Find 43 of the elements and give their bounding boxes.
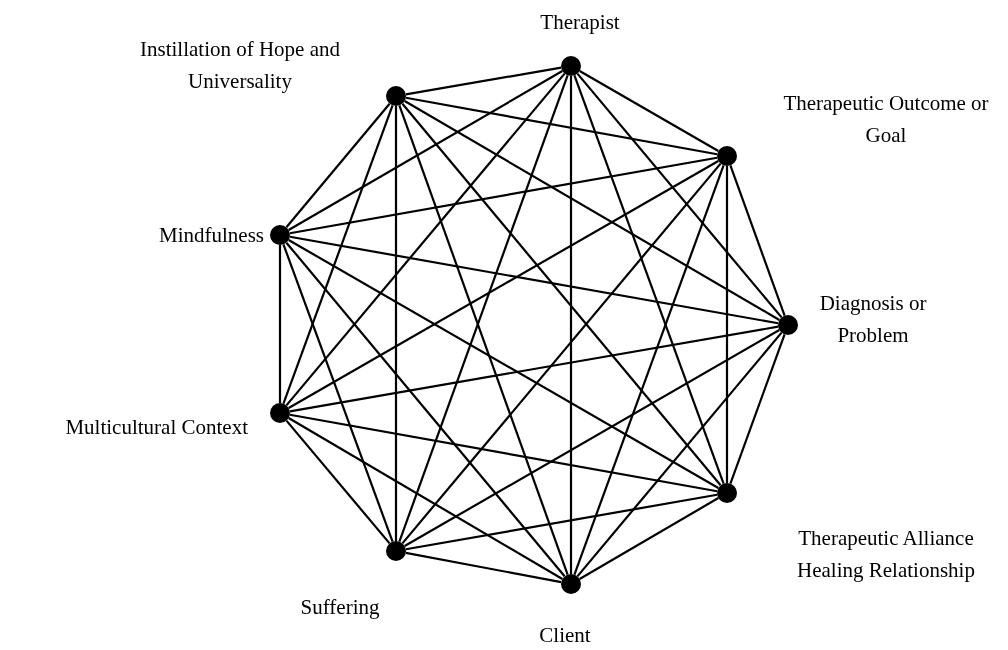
node-label: Client (538, 622, 592, 649)
connector-line (282, 105, 394, 404)
connector-line (573, 165, 725, 575)
connector-line (285, 102, 391, 229)
connector-line (285, 241, 566, 578)
node-label: Instillation of Hope and Universality (138, 36, 341, 95)
connector-line (729, 334, 786, 484)
node-label: Therapist (539, 9, 621, 36)
connector-line (569, 76, 573, 574)
connector-line (394, 106, 398, 541)
connector-line (405, 96, 718, 156)
connector-line (289, 413, 718, 493)
connector-line (405, 551, 562, 584)
connector-line (288, 417, 563, 580)
node-label: Mindfulness (158, 222, 264, 249)
connector-line (285, 419, 391, 545)
connector-line (401, 162, 722, 545)
connector-line (282, 244, 394, 542)
node-label: Multicultural Context (64, 414, 248, 441)
connector-line (278, 245, 282, 403)
connector-line (579, 70, 719, 152)
node-label: Therapeutic Alliance Healing Relationship (796, 525, 976, 584)
connector-line (579, 497, 719, 580)
connector-line (576, 72, 783, 319)
connector-line (288, 160, 719, 409)
connector-line (405, 493, 718, 551)
connector-line (289, 235, 779, 325)
node-label: Therapeutic Outcome or Goal (782, 90, 990, 149)
connector-line (404, 100, 780, 321)
connector-line (401, 102, 722, 487)
connector-line (729, 165, 786, 316)
connector-line (725, 166, 729, 483)
connector-line (405, 66, 562, 96)
connector-line (288, 70, 563, 231)
connector-line (573, 75, 725, 484)
node-label: Suffering (299, 594, 381, 621)
connector-line (289, 325, 779, 413)
connector-line (404, 329, 780, 547)
connector-line (288, 239, 719, 489)
connector-line (285, 72, 566, 407)
connector-line (576, 331, 783, 578)
node-label: Diagnosis or Problem (818, 290, 928, 349)
connector-line (289, 156, 718, 235)
